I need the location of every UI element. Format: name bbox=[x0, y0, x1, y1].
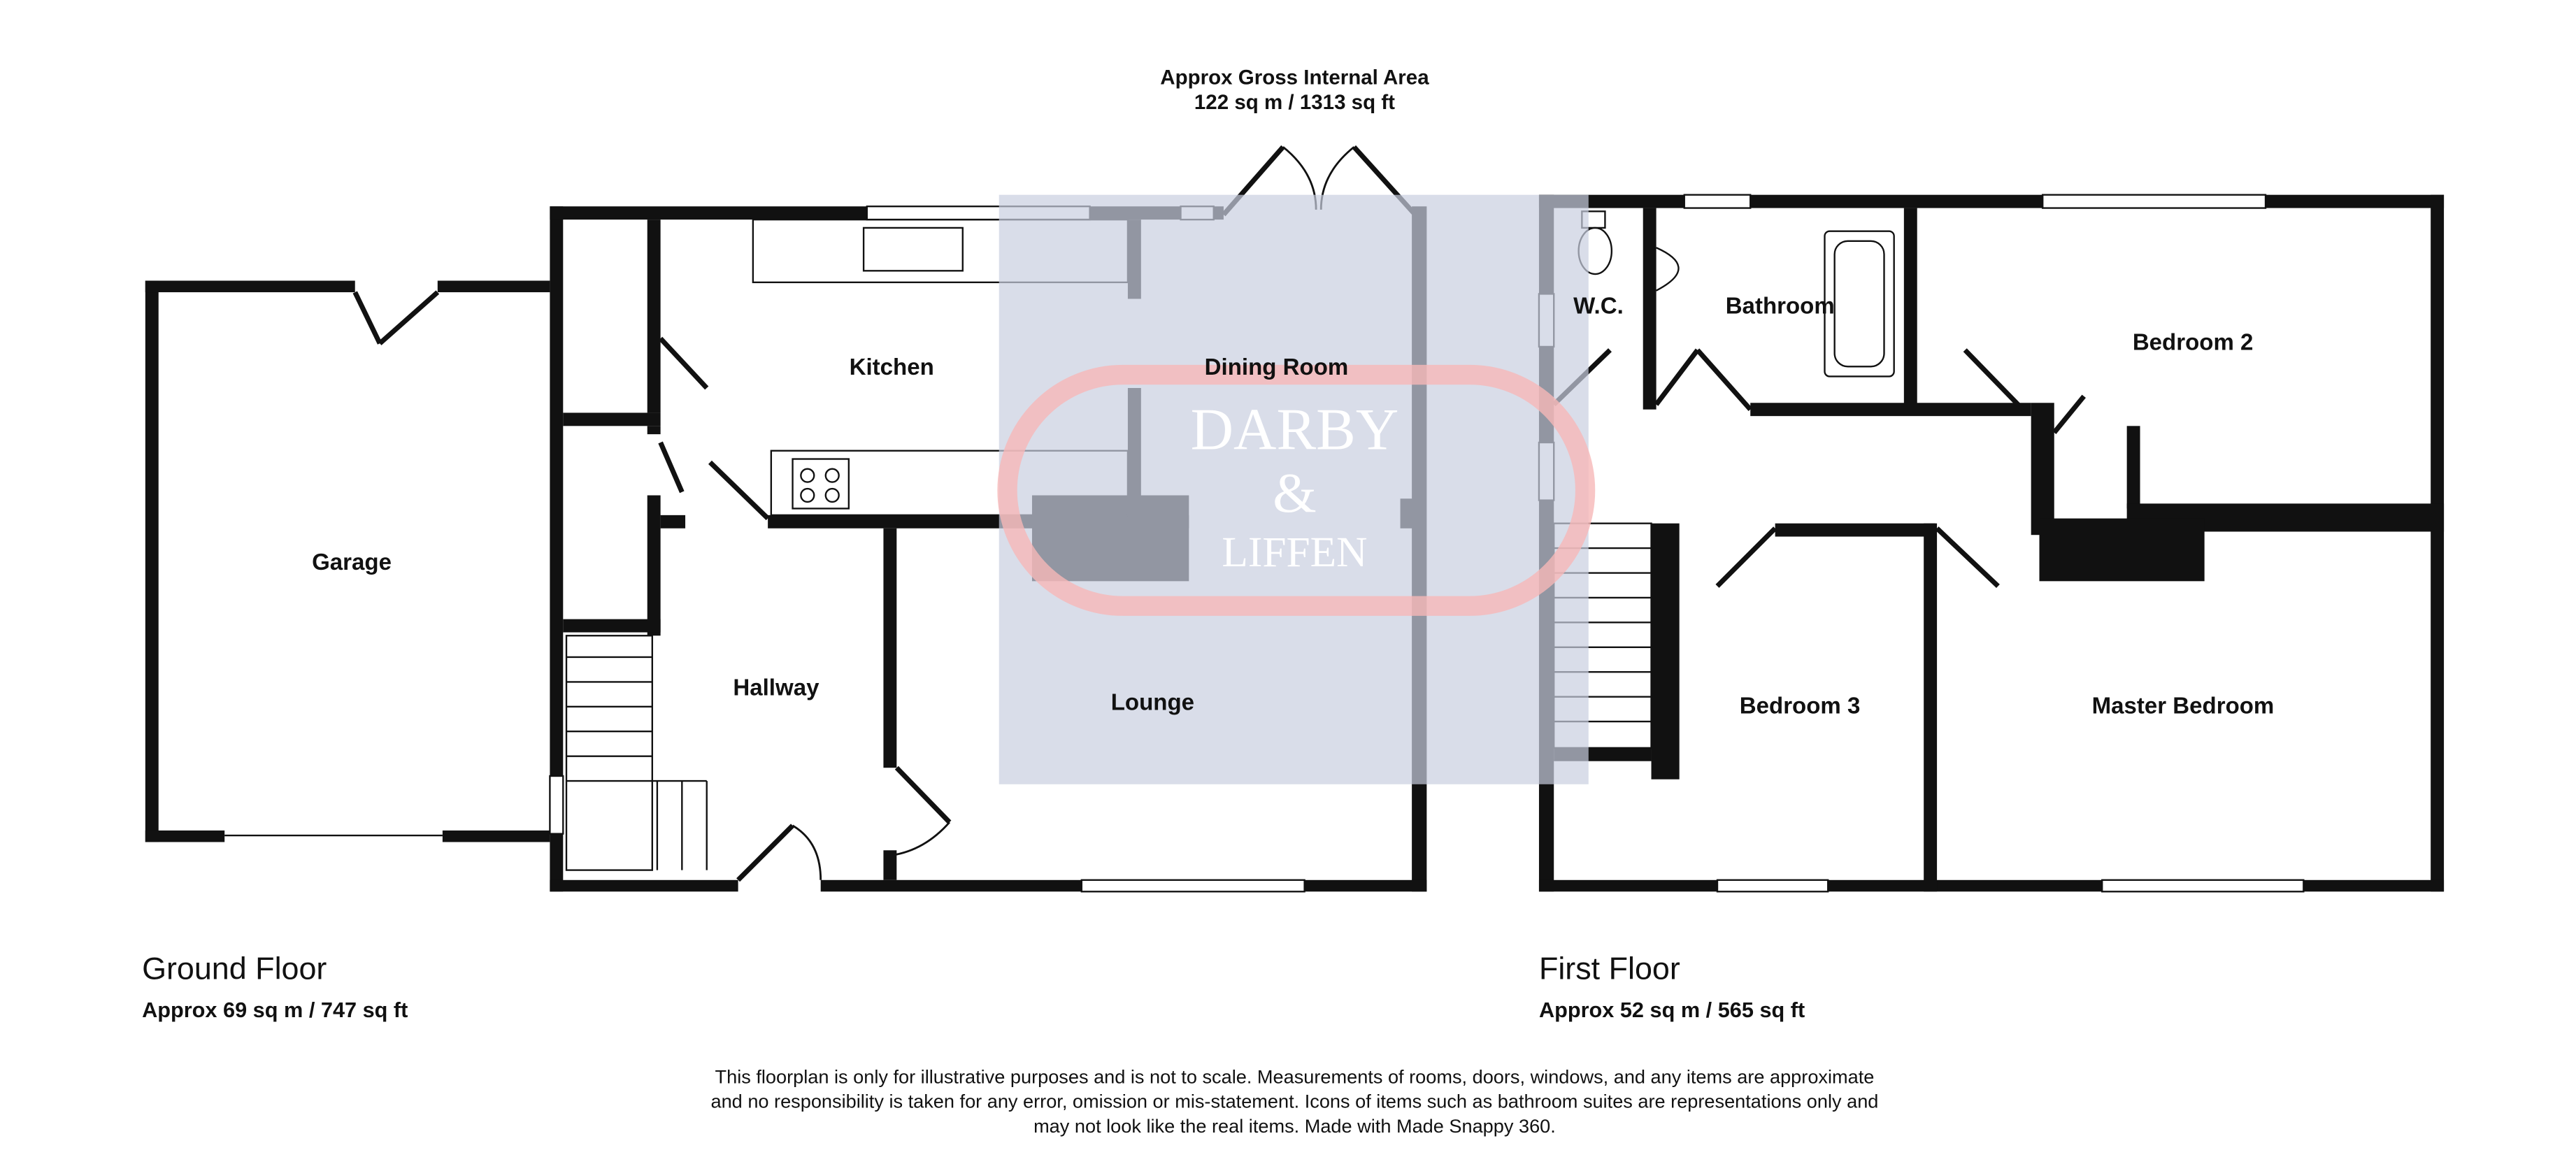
watermark-liffen: LIFFEN bbox=[1222, 529, 1367, 576]
room-label-bedroom-2: Bedroom 2 bbox=[2133, 330, 2254, 356]
room-label-bedroom-3: Bedroom 3 bbox=[1740, 693, 1861, 719]
room-label-dining-room: Dining Room bbox=[1205, 354, 1349, 380]
room-label-garage: Garage bbox=[312, 549, 392, 575]
watermark-darby: DARBY bbox=[1191, 396, 1399, 462]
room-label-wc: W.C. bbox=[1573, 294, 1624, 319]
disclaimer-line-3: may not look like the real items. Made w… bbox=[1033, 1115, 1556, 1137]
gross-area-title: Approx Gross Internal Area bbox=[1160, 66, 1429, 89]
ground-floor-area: Approx 69 sq m / 747 sq ft bbox=[142, 998, 408, 1022]
watermark-ampersand: & bbox=[1273, 462, 1316, 524]
watermark-logo: DARBY & LIFFEN bbox=[997, 194, 1596, 784]
room-label-master-bedroom: Master Bedroom bbox=[2092, 693, 2275, 719]
room-label-bathroom: Bathroom bbox=[1726, 294, 1835, 319]
first-floor-title: First Floor bbox=[1539, 950, 1680, 986]
ground-floor-title: Ground Floor bbox=[142, 950, 327, 986]
room-label-hallway: Hallway bbox=[733, 675, 820, 700]
first-floor-plan bbox=[1538, 194, 2445, 893]
room-label-lounge: Lounge bbox=[1111, 690, 1194, 716]
first-floor-area: Approx 52 sq m / 565 sq ft bbox=[1539, 998, 1805, 1022]
gross-area-value: 122 sq m / 1313 sq ft bbox=[1194, 91, 1395, 114]
room-label-kitchen: Kitchen bbox=[850, 354, 934, 380]
disclaimer-line-2: and no responsibility is taken for any e… bbox=[710, 1091, 1878, 1112]
disclaimer-line-1: This floorplan is only for illustrative … bbox=[715, 1065, 1875, 1087]
